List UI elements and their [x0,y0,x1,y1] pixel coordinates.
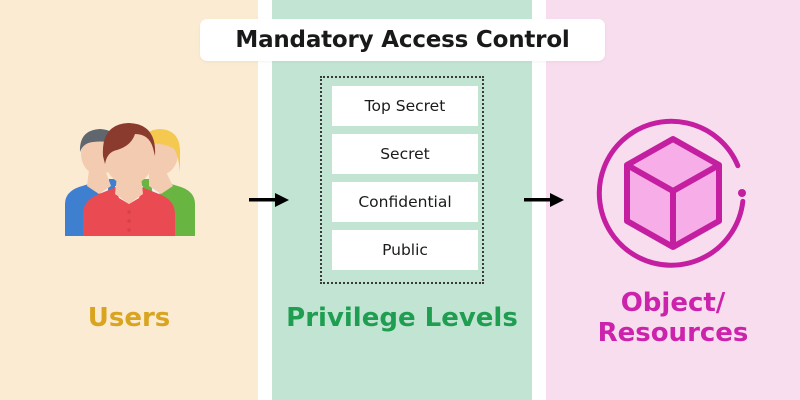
users-column-label: Users [87,303,171,333]
cube-in-ring-icon [593,113,753,273]
privilege-level-item[interactable]: Secret [332,134,478,174]
title-banner: Mandatory Access Control [200,19,605,61]
person-center [83,123,175,236]
ring-gap-dot [738,189,746,197]
privilege-level-item[interactable]: Public [332,230,478,270]
privilege-levels-boundary [320,76,484,284]
object-label-line1: Object/ [620,288,726,318]
users-group-icon [43,108,215,236]
object-column-label: Object/ Resources [546,288,800,348]
privilege-level-label: Top Secret [364,97,446,115]
privilege-level-label: Secret [380,145,430,163]
arrow-users-to-privilege-icon [249,190,291,210]
page-title: Mandatory Access Control [235,27,570,53]
arrow-privilege-to-object-icon [524,190,566,210]
privilege-column-label: Privilege Levels [286,303,518,333]
privilege-level-item[interactable]: Top Secret [332,86,478,126]
privilege-level-label: Confidential [358,193,452,211]
privilege-level-item[interactable]: Confidential [332,182,478,222]
privilege-level-label: Public [382,241,428,259]
privilege-levels-list: Top Secret Secret Confidential Public [332,86,478,270]
object-label-line2: Resources [597,318,749,348]
cube-shape [624,136,722,250]
